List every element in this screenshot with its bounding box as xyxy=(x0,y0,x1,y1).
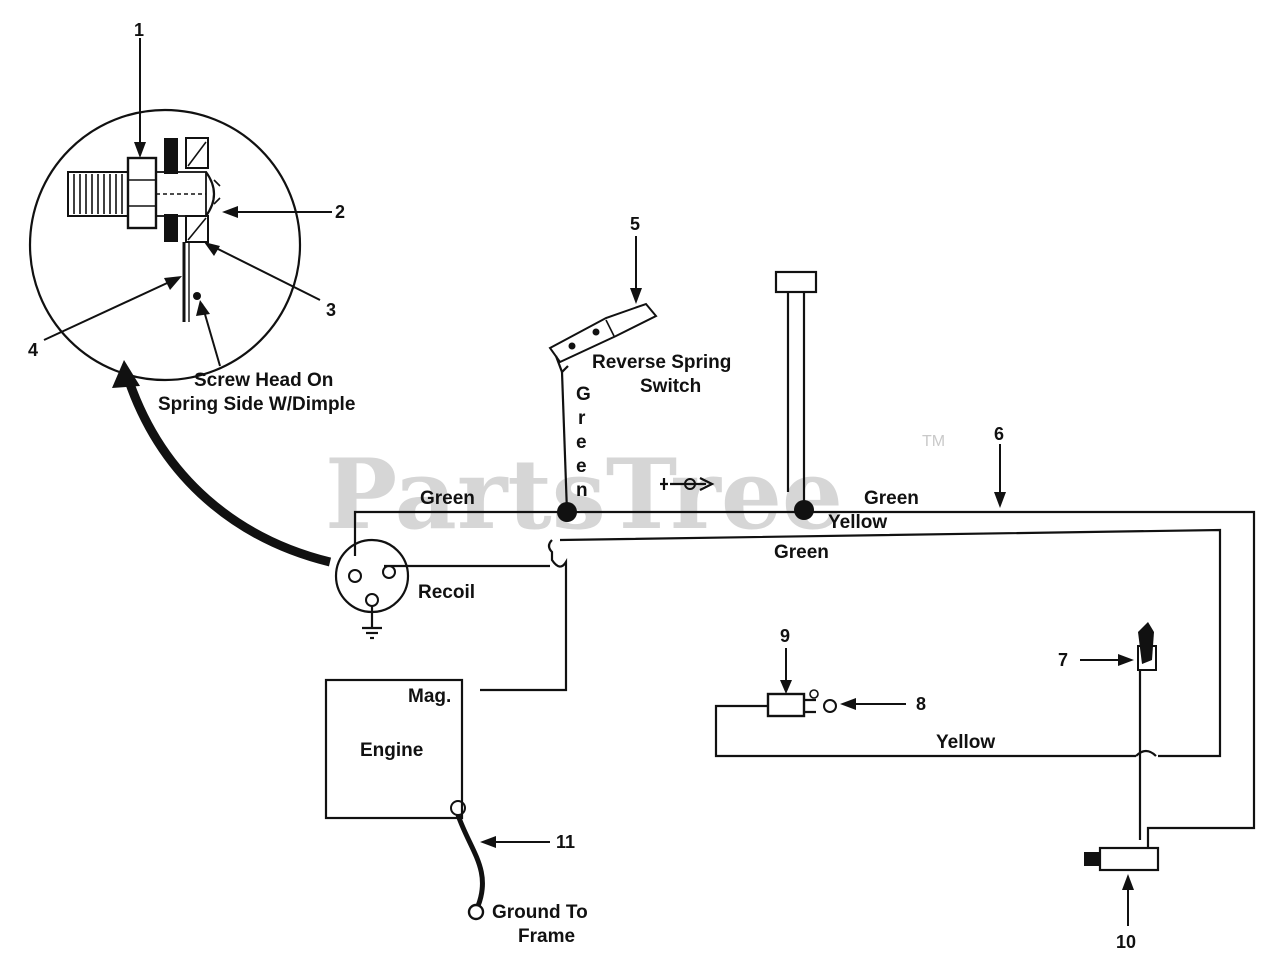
callout-6: 6 xyxy=(994,424,1004,444)
wire-label-green-v-1: r xyxy=(578,408,586,429)
reverse-spring-switch-5[interactable] xyxy=(548,236,658,374)
callout-8: 8 xyxy=(916,694,926,714)
callout-7: 7 xyxy=(1058,650,1068,670)
connector-9-8[interactable] xyxy=(766,648,906,718)
label-mag: Mag. xyxy=(408,686,451,707)
label-screw-head-1: Screw Head On xyxy=(194,370,333,391)
wire-switch-green xyxy=(560,371,569,513)
label-ground-1: Ground To xyxy=(492,902,588,923)
junction-switch xyxy=(557,502,577,522)
watermark-trademark: TM xyxy=(922,433,945,450)
callout-5: 5 xyxy=(630,214,640,234)
wire-label-green-right: Green xyxy=(864,488,919,509)
wire-yellow-upper xyxy=(559,528,1222,758)
wire-label-green-v-4: n xyxy=(576,480,588,501)
label-reverse-switch-2: Switch xyxy=(640,376,701,397)
junction-plunger xyxy=(794,500,814,520)
wire-label-green-v-2: e xyxy=(576,432,587,453)
wire-label-yellow-bottom: Yellow xyxy=(936,732,995,753)
detail-inset xyxy=(28,38,332,382)
label-recoil: Recoil xyxy=(418,582,475,603)
detail-arrow xyxy=(121,370,332,567)
switch-7[interactable] xyxy=(1080,622,1157,840)
callout-9: 9 xyxy=(780,626,790,646)
label-reverse-switch-1: Reverse Spring xyxy=(592,352,731,373)
recoil-connector[interactable] xyxy=(334,538,410,640)
ground-strap xyxy=(455,814,485,907)
wire-yellow-lower xyxy=(714,704,1136,758)
wire-label-green-v-0: G xyxy=(576,384,591,405)
label-ground-2: Frame xyxy=(518,926,575,947)
plunger-assembly xyxy=(660,270,818,510)
leader-3 xyxy=(207,243,321,301)
wire-label-green-left: Green xyxy=(420,488,475,509)
callout-3: 3 xyxy=(326,300,336,320)
leader-4 xyxy=(43,277,179,341)
callout-10: 10 xyxy=(1116,932,1136,952)
callout-11: 11 xyxy=(556,832,575,852)
bolt-detail xyxy=(67,137,221,322)
switch-10[interactable] xyxy=(1084,846,1160,926)
callout-2: 2 xyxy=(335,202,345,222)
wire-label-green-middle: Green xyxy=(774,542,829,563)
detail-circle xyxy=(28,108,302,382)
wire-mag xyxy=(480,539,568,692)
callout-1: 1 xyxy=(134,20,144,40)
watermark-logo: PartsTree xyxy=(325,438,843,551)
callout-4: 4 xyxy=(28,340,38,360)
engine-box xyxy=(324,678,464,820)
wire-label-green-v-3: e xyxy=(576,456,587,477)
label-screw-head-2: Spring Side W/Dimple xyxy=(158,394,355,415)
label-engine: Engine xyxy=(360,740,423,761)
wire-label-yellow-top: Yellow xyxy=(828,512,887,533)
wire-green-bus xyxy=(353,510,1256,848)
